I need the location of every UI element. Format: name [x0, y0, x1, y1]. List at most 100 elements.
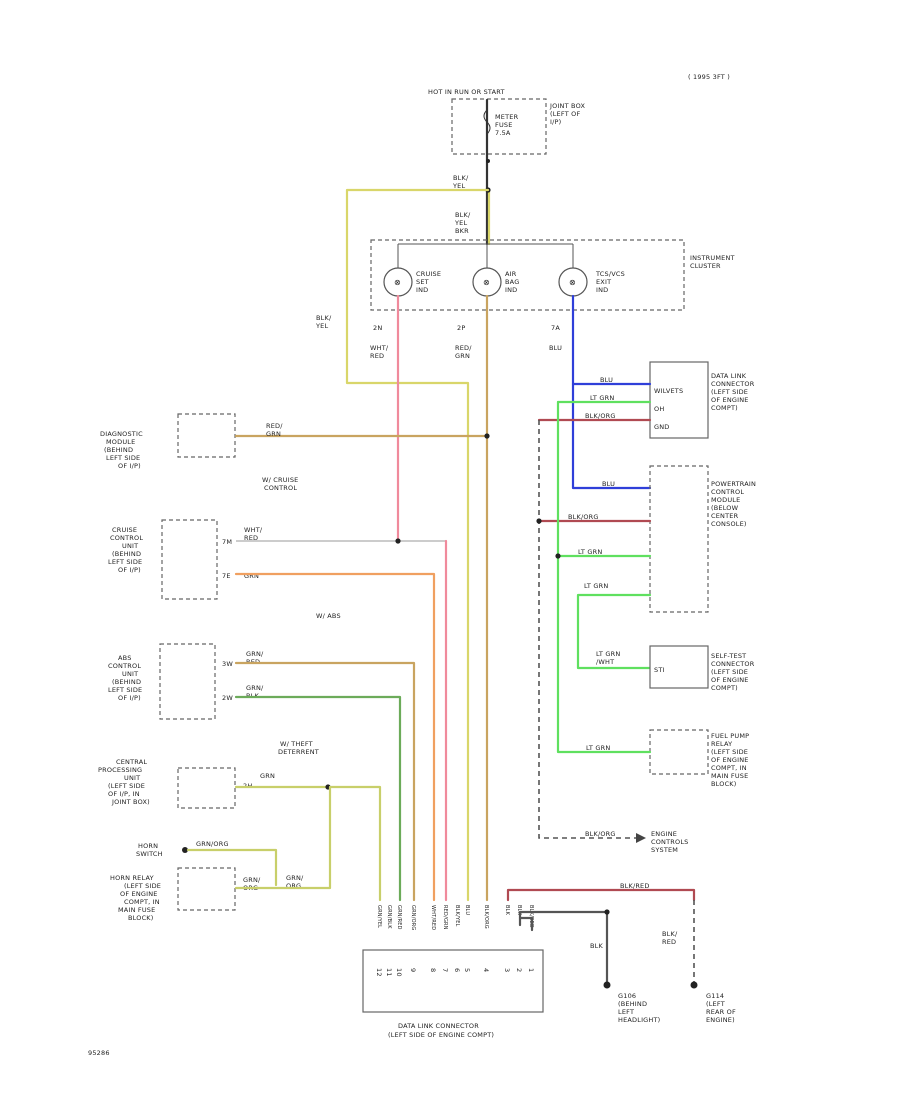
abs-control-unit-label: ABS CONTROL UNIT (BEHIND LEFT SIDE OF I/…: [108, 654, 142, 702]
svg-text:YEL: YEL: [452, 182, 465, 190]
svg-text:BLK/: BLK/: [316, 314, 332, 322]
svg-text:ENGINE: ENGINE: [651, 830, 677, 838]
svg-text:UNIT: UNIT: [124, 774, 140, 782]
svg-text:(BEHIND: (BEHIND: [112, 550, 141, 558]
horn-switch-label: HORN SWITCH: [136, 842, 162, 858]
dlc-pin-number: 12: [375, 968, 383, 977]
svg-text:CONTROL: CONTROL: [110, 534, 143, 542]
svg-text:OF I/P, IN: OF I/P, IN: [108, 790, 140, 798]
dlc-pin-number: 4: [482, 968, 490, 972]
lamp-tcs-exit: ⊗ TCS/VCS EXIT IND: [558, 244, 625, 297]
svg-text:IND: IND: [505, 286, 517, 294]
powertrain-control-module: [649, 465, 709, 613]
svg-text:TCS/VCS: TCS/VCS: [595, 270, 625, 278]
svg-text:YEL: YEL: [454, 219, 467, 227]
wire-blk-yel-left-loop: [345, 188, 490, 902]
dlc-wire-code: WHT/RED: [430, 905, 436, 930]
meter-fuse-label: METER FUSE 7.5A: [495, 113, 518, 137]
wire-cpu-grn: [234, 785, 382, 902]
ground-g106-symbol: [603, 981, 611, 989]
abs-control-unit: [159, 643, 216, 720]
svg-text:2P: 2P: [457, 324, 465, 332]
dlc-pin-number: 8: [429, 968, 437, 972]
engine-controls-label: ENGINE CONTROLS SYSTEM: [651, 830, 688, 854]
wire-abs-grn-red: [234, 661, 416, 902]
svg-text:CRUISE: CRUISE: [112, 526, 137, 534]
engine-controls-arrow: [636, 833, 646, 843]
svg-text:UNIT: UNIT: [122, 670, 138, 678]
wire-pcm-ltgrn-wht: [576, 593, 652, 670]
svg-text:BKR: BKR: [455, 227, 469, 235]
svg-text:/WHT: /WHT: [596, 658, 614, 666]
svg-text:AIR: AIR: [505, 270, 517, 278]
horn-relay-label: HORN RELAY (LEFT SIDE OF ENGINE COMPT, I…: [110, 874, 161, 922]
svg-text:SET: SET: [416, 278, 429, 286]
svg-text:2W: 2W: [222, 694, 233, 702]
svg-text:CENTRAL: CENTRAL: [116, 758, 147, 766]
dlc-pin-number: 5: [463, 968, 471, 972]
svg-text:BLK/: BLK/: [453, 174, 469, 182]
abs-wire-labels: GRN/ RED GRN/ BLK: [246, 650, 264, 700]
dlc-pin-number: 6: [453, 968, 461, 972]
cruise-pin-labels: 7M 7E: [222, 538, 232, 580]
blk-label: BLK: [590, 942, 603, 950]
svg-text:MAIN FUSE: MAIN FUSE: [118, 906, 155, 914]
dlc-pin-number: 7: [441, 968, 449, 972]
data-link-connector-top: [649, 361, 709, 439]
instrument-cluster-label: INSTRUMENT CLUSTER: [690, 254, 735, 270]
pcm-wire-blu: BLU: [602, 480, 615, 488]
svg-text:CONSOLE): CONSOLE): [711, 520, 747, 528]
horn-switch-terminal: [182, 847, 188, 853]
svg-text:7E: 7E: [222, 572, 231, 580]
cpu-wire-label: GRN: [260, 772, 275, 780]
blk-red-label: BLK/ RED: [662, 930, 678, 946]
wire-blk-red-top-label: BLK/RED: [620, 882, 650, 890]
svg-text:OF ENGINE: OF ENGINE: [711, 756, 749, 764]
dlc-wire-code: GRN/BLK: [386, 905, 392, 929]
self-test-pin: STI: [654, 666, 665, 674]
svg-text:RED: RED: [244, 534, 258, 542]
svg-text:RELAY: RELAY: [711, 740, 732, 748]
svg-text:PROCESSING: PROCESSING: [98, 766, 142, 774]
svg-text:GRN: GRN: [455, 352, 470, 360]
svg-text:CONNECTOR: CONNECTOR: [711, 380, 755, 388]
svg-text:LEFT SIDE: LEFT SIDE: [108, 558, 142, 566]
diagram-ref: ( 1995 3FT ): [688, 73, 730, 81]
svg-text:OF ENGINE: OF ENGINE: [711, 396, 749, 404]
svg-text:DATA LINK CONNECTOR: DATA LINK CONNECTOR: [398, 1022, 479, 1030]
dlc-pin-number: 1: [527, 968, 535, 972]
svg-text:BLU: BLU: [549, 344, 562, 352]
svg-text:YEL: YEL: [315, 322, 328, 330]
svg-text:COMPT, IN: COMPT, IN: [711, 764, 747, 772]
svg-text:(LEFT: (LEFT: [706, 1000, 725, 1008]
wi-abs-label: W/ ABS: [316, 612, 341, 620]
svg-text:OH: OH: [654, 405, 664, 413]
splice-blk: [604, 909, 610, 915]
power-source-label: HOT IN RUN OR START: [428, 88, 505, 96]
wire-cruise-grn: [234, 572, 436, 902]
svg-text:2N: 2N: [373, 324, 382, 332]
dlc-bottom-label: DATA LINK CONNECTOR (LEFT SIDE OF ENGINE…: [388, 1022, 494, 1039]
svg-text:COMPT): COMPT): [711, 684, 738, 692]
svg-text:CONNECTOR: CONNECTOR: [711, 660, 755, 668]
svg-text:UNIT: UNIT: [122, 542, 138, 550]
splice-ltgrn: [555, 553, 561, 559]
svg-text:FUEL PUMP: FUEL PUMP: [711, 732, 749, 740]
svg-text:MODULE: MODULE: [106, 438, 135, 446]
wire-blk-red-top: [506, 888, 696, 902]
svg-text:RED: RED: [370, 352, 384, 360]
svg-text:IND: IND: [596, 286, 608, 294]
svg-text:⊗: ⊗: [483, 278, 490, 287]
svg-text:I/P): I/P): [550, 118, 561, 126]
svg-text:GRN: GRN: [244, 572, 259, 580]
svg-text:RED/: RED/: [266, 422, 283, 430]
dlc-pin-number: 10: [395, 968, 403, 977]
svg-text:LT GRN: LT GRN: [590, 394, 614, 402]
svg-text:LEFT: LEFT: [618, 1008, 634, 1016]
svg-text:OF I/P): OF I/P): [118, 462, 141, 470]
wire-label-blk-yel-left: BLK/ YEL: [315, 314, 332, 330]
lamp-cruise-set: ⊗ CRUISE SET IND: [383, 244, 441, 297]
svg-text:CONTROL: CONTROL: [108, 662, 141, 670]
svg-text:BLOCK): BLOCK): [711, 780, 737, 788]
pcm-wire-blkorg: BLK/ORG: [568, 513, 599, 521]
